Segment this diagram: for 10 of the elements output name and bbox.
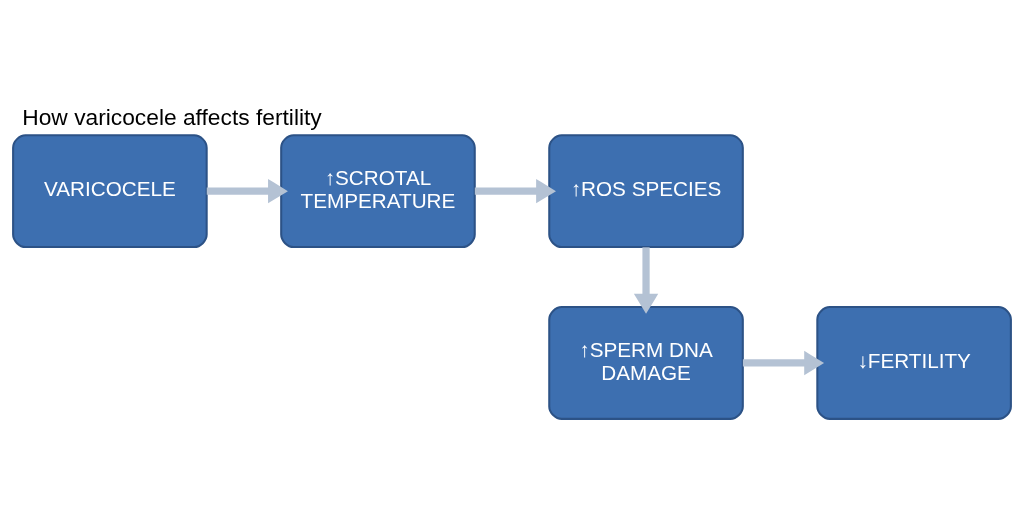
diagram-title: How varicocele affects fertility	[22, 103, 322, 130]
node-box: ↑SCROTAL TEMPERATURE	[280, 134, 476, 249]
arrow	[742, 350, 825, 376]
arrow	[633, 247, 659, 314]
node-box: ↓FERTILITY	[816, 306, 1012, 420]
node-box: VARICOCELE	[12, 134, 208, 249]
arrow	[206, 179, 288, 204]
node-box: ↑SPERM DNA DAMAGE	[548, 306, 744, 420]
arrow	[474, 179, 556, 204]
node-box: ↑ROS SPECIES	[548, 134, 744, 249]
